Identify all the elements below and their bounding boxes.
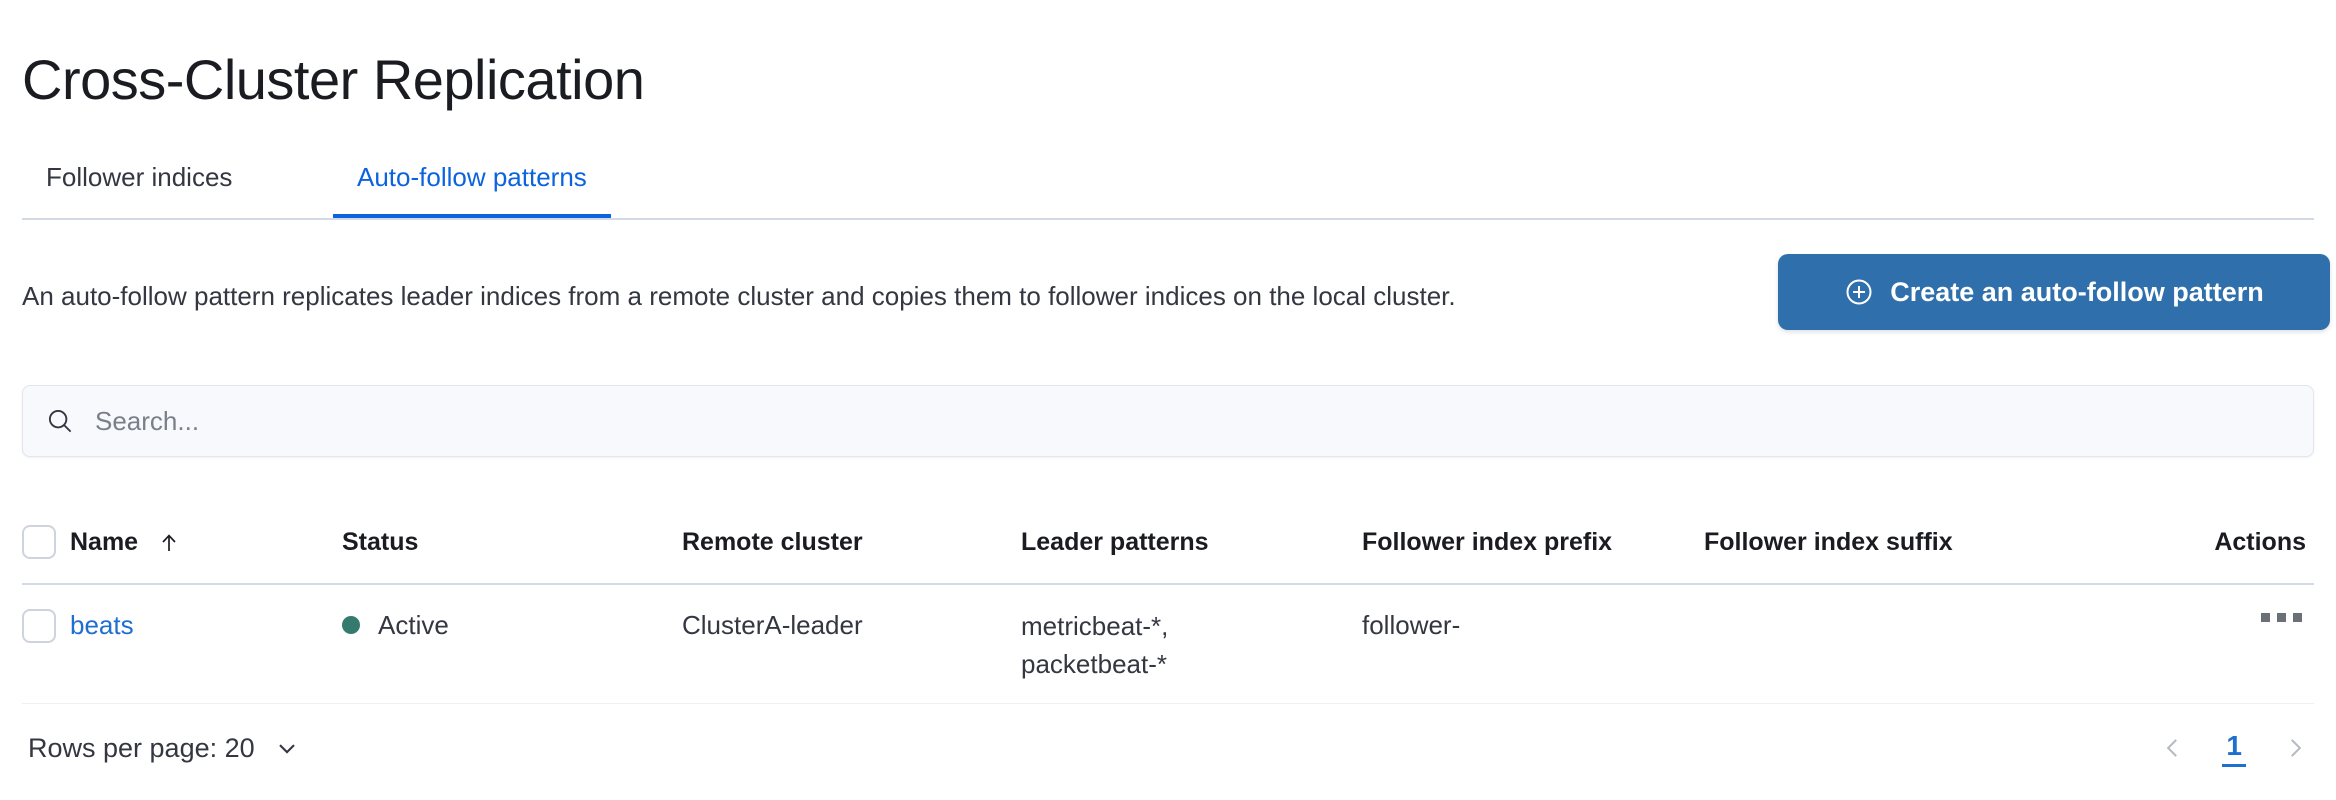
table-footer: Rows per page: 20 1 [22,718,2314,778]
search-bar[interactable] [22,385,2314,457]
auto-follow-patterns-table: Name Status Remote cluster Leader patter… [22,500,2314,704]
row-select-checkbox[interactable] [22,609,56,643]
pagination-prev-button[interactable] [2154,729,2192,767]
create-auto-follow-pattern-button[interactable]: Create an auto-follow pattern [1778,254,2330,330]
select-all-checkbox-cell [22,524,70,559]
status-dot-icon [342,616,360,634]
status-label: Active [378,610,449,640]
tab-auto-follow-patterns-label: Auto-follow patterns [357,161,587,192]
rows-per-page-label: Rows per page: 20 [28,732,255,763]
tab-auto-follow-patterns[interactable]: Auto-follow patterns [333,135,611,218]
table-row: beats Active ClusterA-leader metricbeat-… [22,585,2314,704]
cell-actions [2124,607,2314,628]
column-header-leader-patterns[interactable]: Leader patterns [1021,527,1209,556]
tab-bar: Follower indices Auto-follow patterns [22,135,2314,220]
rows-per-page-button[interactable]: Rows per page: 20 [22,732,307,765]
column-header-follower-index-prefix[interactable]: Follower index prefix [1362,527,1613,556]
select-all-checkbox[interactable] [22,524,56,559]
column-header-actions: Actions [2214,527,2306,556]
column-header-name[interactable]: Name [70,524,342,560]
leader-pattern-item: packetbeat-* [1021,649,1167,679]
cell-follower-index-prefix: follower- [1362,610,1461,640]
auto-follow-pattern-link[interactable]: beats [70,610,134,640]
page-title: Cross-Cluster Replication [22,47,645,111]
column-header-follower-index-suffix[interactable]: Follower index suffix [1704,527,1953,556]
cell-name: beats [70,607,342,643]
column-header-name-label: Name [70,527,139,556]
cell-remote-cluster: ClusterA-leader [682,610,863,640]
chevron-left-icon [2160,735,2186,761]
cell-leader-patterns: metricbeat-*, packetbeat-* [1021,607,1362,683]
chevron-down-icon [273,734,301,762]
ellipsis-horizontal-icon[interactable] [2257,607,2306,628]
page-description: An auto-follow pattern replicates leader… [22,281,1456,311]
leader-pattern-item: metricbeat-*, [1021,611,1169,641]
pagination: 1 [2154,729,2314,767]
pagination-next-button[interactable] [2276,729,2314,767]
pagination-page-1[interactable]: 1 [2222,730,2246,767]
row-checkbox-cell [22,607,70,643]
arrow-up-icon [157,531,181,555]
table-header-row: Name Status Remote cluster Leader patter… [22,500,2314,585]
tab-follower-indices[interactable]: Follower indices [22,135,256,218]
column-header-remote-cluster[interactable]: Remote cluster [682,527,863,556]
search-icon [45,406,75,436]
column-header-status[interactable]: Status [342,527,419,556]
create-auto-follow-pattern-label: Create an auto-follow pattern [1890,276,2264,307]
plus-in-circle-icon [1844,277,1874,307]
tab-follower-indices-label: Follower indices [46,161,233,192]
chevron-right-icon [2282,735,2308,761]
cell-status: Active [342,607,682,643]
search-input[interactable] [93,386,2291,456]
